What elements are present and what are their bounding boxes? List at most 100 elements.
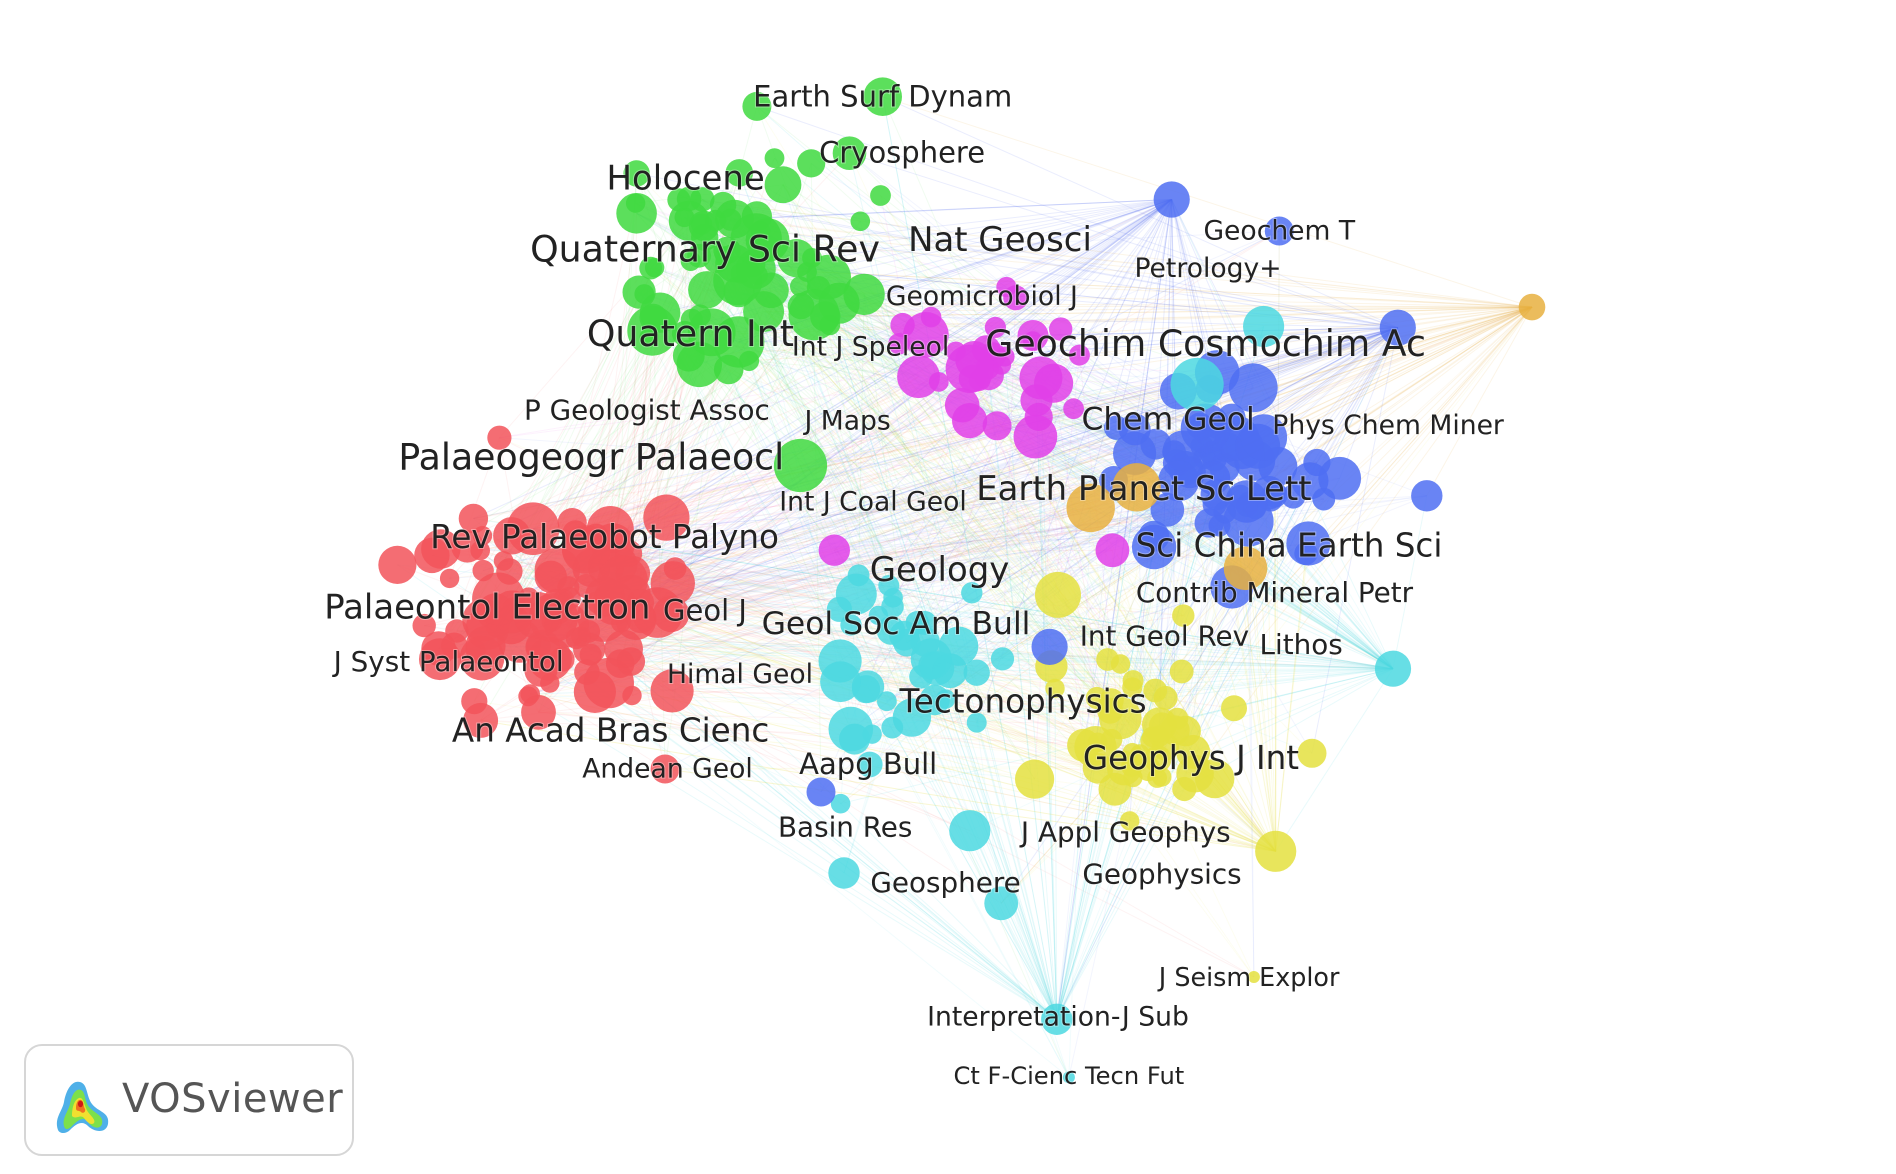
network-node-cyan[interactable] bbox=[892, 698, 932, 737]
network-node-purple[interactable] bbox=[984, 316, 1007, 338]
network-node-cyan[interactable] bbox=[1170, 357, 1224, 412]
network-node-yellow[interactable] bbox=[1144, 745, 1172, 773]
network-node-red[interactable] bbox=[521, 694, 556, 730]
network-node-green[interactable] bbox=[616, 193, 657, 234]
network-node-red[interactable] bbox=[487, 425, 512, 450]
network-node-blue[interactable] bbox=[1158, 460, 1200, 502]
network-node-green[interactable] bbox=[639, 256, 663, 280]
network-node-cyan[interactable] bbox=[949, 810, 991, 852]
network-node-green[interactable] bbox=[832, 136, 867, 170]
network-node-green[interactable] bbox=[764, 148, 785, 169]
network-node-blue[interactable] bbox=[1240, 414, 1288, 461]
network-node-yellow[interactable] bbox=[1255, 830, 1297, 872]
network-node-cyan[interactable] bbox=[990, 647, 1015, 671]
network-node-orange[interactable] bbox=[1112, 463, 1161, 512]
network-node-blue[interactable] bbox=[1031, 628, 1068, 666]
network-node-purple[interactable] bbox=[1095, 533, 1130, 568]
network-node-cyan[interactable] bbox=[910, 638, 952, 680]
network-node-blue[interactable] bbox=[1150, 493, 1185, 527]
network-node-blue[interactable] bbox=[1228, 363, 1278, 413]
network-node-purple[interactable] bbox=[982, 411, 1012, 441]
network-node-green[interactable] bbox=[843, 273, 885, 316]
network-node-blue[interactable] bbox=[1291, 462, 1329, 500]
network-node-blue[interactable] bbox=[1379, 309, 1416, 346]
network-node-purple[interactable] bbox=[1019, 356, 1063, 400]
network-node-green[interactable] bbox=[713, 316, 765, 368]
network-node-red[interactable] bbox=[577, 590, 629, 642]
network-node-green[interactable] bbox=[788, 289, 840, 341]
network-node-blue[interactable] bbox=[1113, 431, 1157, 475]
network-node-orange[interactable] bbox=[1066, 483, 1115, 533]
network-node-cyan[interactable] bbox=[1041, 1003, 1073, 1035]
network-node-red[interactable] bbox=[458, 503, 489, 534]
network-node-red[interactable] bbox=[632, 587, 683, 638]
network-node-blue[interactable] bbox=[1223, 496, 1274, 547]
network-node-green[interactable] bbox=[742, 91, 772, 121]
network-node-green[interactable] bbox=[797, 149, 826, 178]
network-node-purple[interactable] bbox=[818, 534, 850, 566]
network-node-orange[interactable] bbox=[1223, 546, 1268, 591]
network-node-green[interactable] bbox=[773, 438, 828, 493]
network-node-red[interactable] bbox=[439, 568, 460, 589]
network-node-red[interactable] bbox=[506, 502, 560, 555]
network-node-yellow[interactable] bbox=[1195, 758, 1235, 799]
network-node-purple[interactable] bbox=[945, 344, 994, 393]
network-node-green[interactable] bbox=[623, 160, 650, 187]
network-node-green[interactable] bbox=[806, 254, 851, 300]
network-node-orange[interactable] bbox=[1518, 293, 1546, 321]
network-node-blue[interactable] bbox=[1318, 456, 1362, 500]
network-node-cyan[interactable] bbox=[828, 857, 860, 889]
network-node-green[interactable] bbox=[730, 213, 782, 265]
network-node-yellow[interactable] bbox=[1107, 750, 1142, 786]
network-node-purple[interactable] bbox=[1013, 414, 1058, 459]
network-node-yellow[interactable] bbox=[1122, 670, 1144, 692]
network-node-red[interactable] bbox=[583, 657, 634, 709]
network-node-red[interactable] bbox=[378, 545, 417, 585]
network-node-purple[interactable] bbox=[1068, 344, 1090, 366]
network-node-yellow[interactable] bbox=[1099, 696, 1142, 740]
network-node-green[interactable] bbox=[764, 166, 802, 204]
network-node-red[interactable] bbox=[412, 613, 436, 638]
network-node-red[interactable] bbox=[527, 636, 572, 681]
network-node-blue[interactable] bbox=[1196, 460, 1231, 495]
network-node-yellow[interactable] bbox=[1142, 707, 1177, 743]
network-node-cyan[interactable] bbox=[835, 573, 877, 615]
network-node-yellow[interactable] bbox=[1172, 604, 1195, 627]
network-node-blue[interactable] bbox=[1264, 216, 1294, 246]
network-node-green[interactable] bbox=[725, 159, 754, 187]
network-node-purple[interactable] bbox=[1063, 398, 1084, 420]
network-node-yellow[interactable] bbox=[1074, 726, 1117, 769]
network-node-red[interactable] bbox=[463, 702, 499, 738]
network-node-cyan[interactable] bbox=[1062, 1071, 1075, 1084]
network-node-red[interactable] bbox=[459, 635, 505, 681]
network-node-yellow[interactable] bbox=[1096, 648, 1119, 671]
network-node-blue[interactable] bbox=[806, 777, 836, 807]
network-node-cyan[interactable] bbox=[963, 659, 990, 686]
network-node-purple[interactable] bbox=[1049, 317, 1073, 341]
network-node-green[interactable] bbox=[668, 200, 710, 242]
network-node-red[interactable] bbox=[472, 572, 525, 626]
network-node-green[interactable] bbox=[713, 256, 763, 306]
network-node-blue[interactable] bbox=[1194, 508, 1224, 538]
network-node-cyan[interactable] bbox=[830, 793, 851, 814]
network-node-yellow[interactable] bbox=[1015, 759, 1055, 799]
network-node-yellow[interactable] bbox=[1035, 571, 1081, 618]
network-node-green[interactable] bbox=[850, 211, 871, 232]
network-node-blue[interactable] bbox=[1153, 181, 1190, 218]
network-node-green[interactable] bbox=[863, 77, 902, 116]
network-node-red[interactable] bbox=[419, 638, 461, 681]
network-node-purple[interactable] bbox=[1003, 285, 1029, 311]
network-node-cyan[interactable] bbox=[1243, 305, 1285, 348]
network-node-cyan[interactable] bbox=[889, 620, 920, 651]
network-node-cyan[interactable] bbox=[984, 886, 1019, 921]
network-node-yellow[interactable] bbox=[1153, 685, 1178, 710]
network-node-red[interactable] bbox=[650, 754, 680, 784]
network-node-red[interactable] bbox=[562, 525, 611, 574]
network-node-cyan[interactable] bbox=[818, 639, 862, 683]
network-node-cyan[interactable] bbox=[1374, 650, 1412, 687]
network-node-cyan[interactable] bbox=[856, 751, 883, 778]
network-node-cyan[interactable] bbox=[881, 595, 904, 618]
network-node-red[interactable] bbox=[528, 593, 579, 643]
network-node-cyan[interactable] bbox=[828, 706, 874, 752]
network-node-yellow[interactable] bbox=[1169, 659, 1194, 684]
